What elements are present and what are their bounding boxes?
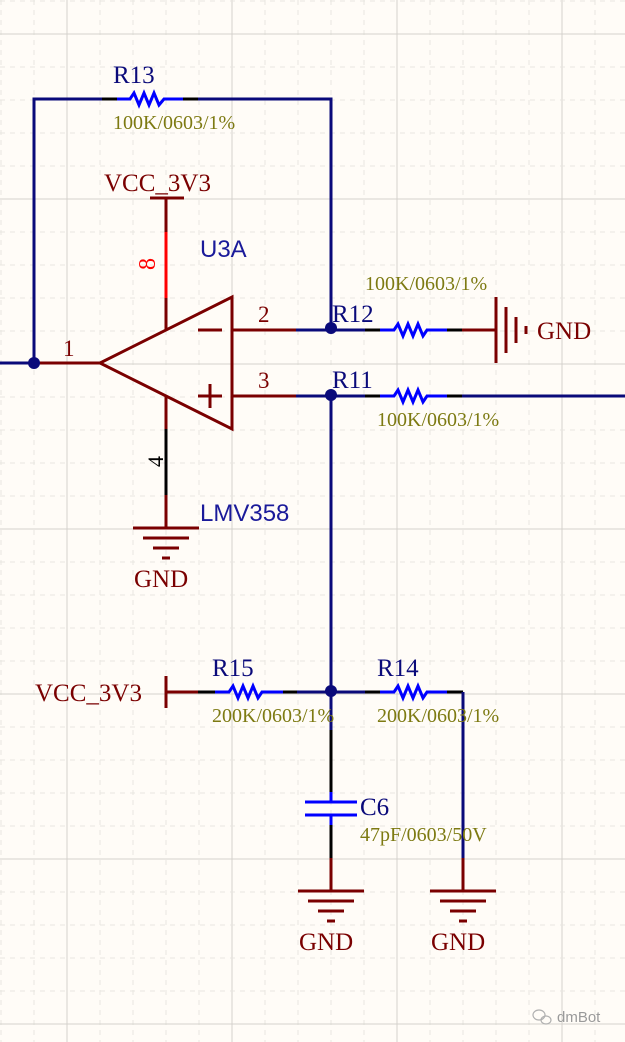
junction-r15-r14 <box>325 685 337 697</box>
u3a-designator: U3A <box>200 236 247 263</box>
vcc-left-symbol <box>164 676 198 708</box>
r15-resistor-body <box>215 682 283 702</box>
r15-value: 200K/0603/1% <box>212 705 334 727</box>
r11-designator: R11 <box>332 367 373 394</box>
watermark-text: dmBot <box>557 1009 601 1026</box>
r12-resistor-body <box>380 320 447 340</box>
r13-resistor-body <box>117 89 183 109</box>
gnd-r12-label: GND <box>537 318 591 345</box>
junction-r11 <box>325 389 337 401</box>
c6-designator: C6 <box>360 794 389 821</box>
r14-designator: R14 <box>377 655 419 682</box>
r12-net <box>296 320 496 340</box>
r13-value: 100K/0603/1% <box>113 112 235 134</box>
c6-value: 47pF/0603/50V <box>360 824 487 846</box>
pin-4-label: 4 <box>143 456 168 467</box>
opamp-u3a <box>34 294 296 528</box>
c6-capacitor <box>305 730 357 891</box>
r14-value: 200K/0603/1% <box>377 705 499 727</box>
vcc-left-label: VCC_3V3 <box>35 680 142 707</box>
r13-feedback-net <box>32 89 333 363</box>
gnd-r14-label: GND <box>431 929 485 956</box>
junction-output <box>28 357 40 369</box>
r14-net <box>365 682 465 891</box>
gnd-r12-symbol <box>494 297 528 363</box>
gnd-c6-symbol <box>298 889 364 923</box>
junction-r12 <box>325 322 337 334</box>
pin-1-label: 1 <box>63 336 75 361</box>
vcc-top-label: VCC_3V3 <box>104 170 211 197</box>
r15-net <box>198 682 365 702</box>
gnd-opamp-label: GND <box>134 566 188 593</box>
r12-value: 100K/0603/1% <box>365 273 487 295</box>
r12-designator: R12 <box>332 301 374 328</box>
r11-value: 100K/0603/1% <box>377 409 499 431</box>
r11-resistor-body <box>380 386 447 406</box>
gnd-c6-label: GND <box>299 929 353 956</box>
pin-8-label: 8 <box>135 258 161 270</box>
r11-net <box>296 386 625 730</box>
gnd-opamp-symbol <box>133 526 199 560</box>
pin-2-label: 2 <box>258 302 270 327</box>
vcc-top-symbol <box>150 196 184 298</box>
r13-designator: R13 <box>113 62 155 89</box>
r15-designator: R15 <box>212 655 254 682</box>
gnd-r14-symbol <box>430 889 496 923</box>
pin-3-label: 3 <box>258 368 270 393</box>
r14-resistor-body <box>380 682 447 702</box>
watermark: dmBot <box>532 1009 601 1026</box>
wechat-icon <box>532 1009 552 1025</box>
u3a-part-number: LMV358 <box>200 500 289 527</box>
